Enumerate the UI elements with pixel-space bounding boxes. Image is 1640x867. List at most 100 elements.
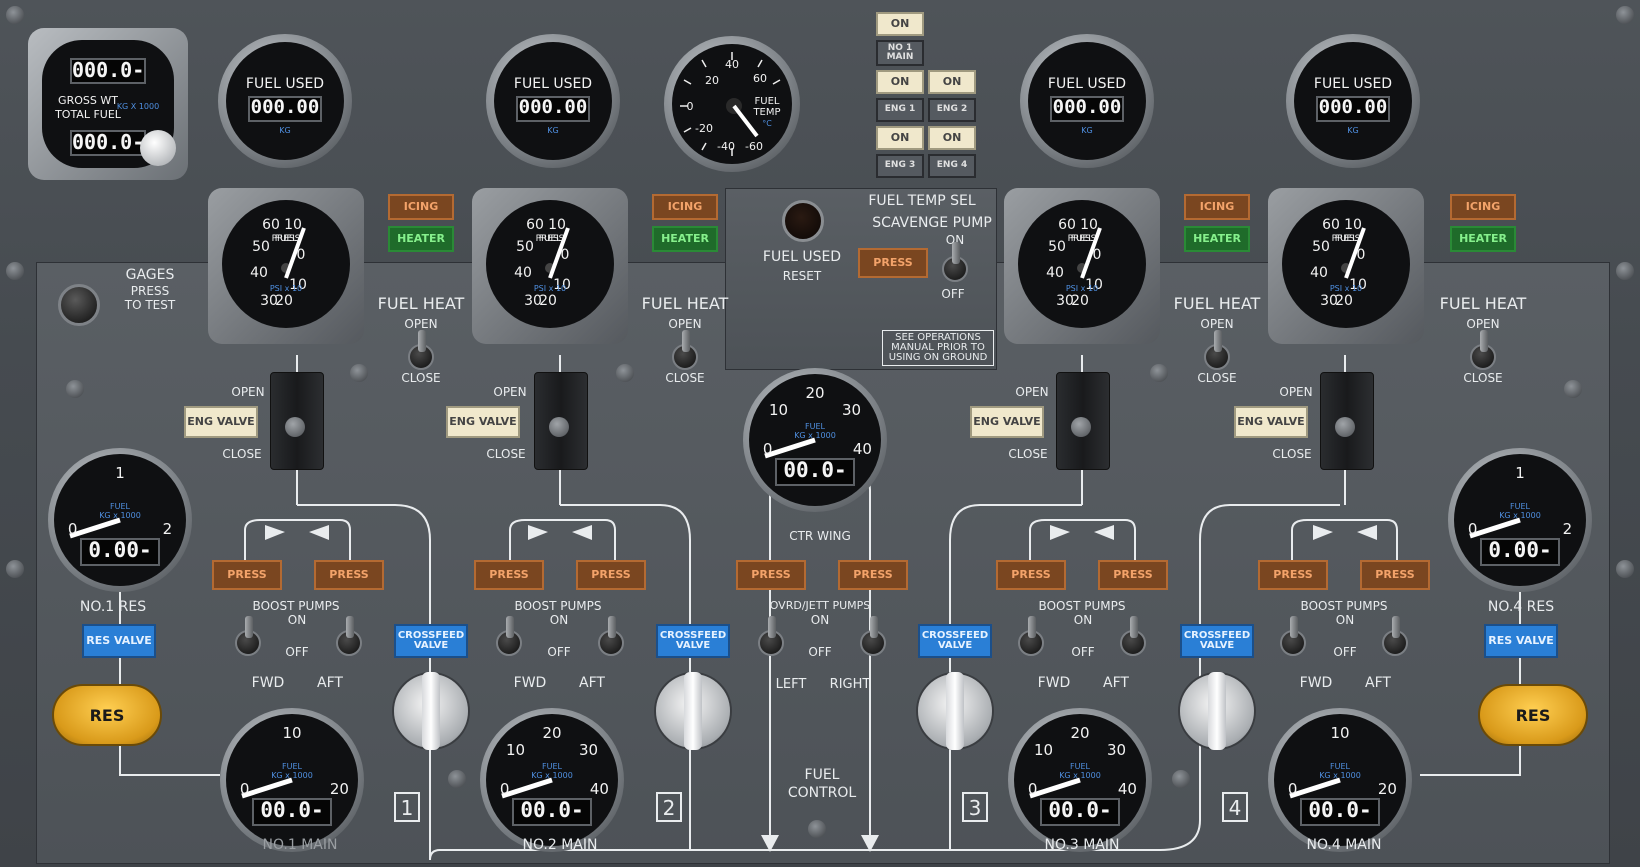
qty-tick: 20	[1070, 724, 1090, 742]
crossfeed-valve-light-3: CROSSFEED VALVE	[918, 624, 992, 658]
qty-label: FUEL	[1510, 502, 1530, 511]
no3-main-label: NO.3 MAIN	[1044, 837, 1120, 853]
qty-label: FUEL	[110, 502, 130, 511]
qty-tick: 40	[852, 439, 872, 458]
ovrd-press-light-left: PRESS	[736, 560, 806, 590]
fwd-label-2: FWD	[513, 675, 547, 691]
temp-sel-on-light-5: ON	[928, 126, 976, 150]
qty-tick: 30	[841, 400, 862, 419]
boost-pump-switch-2-aft[interactable]	[598, 616, 624, 656]
boost-pump-switch-4-aft[interactable]	[1382, 616, 1408, 656]
fuel-heat-switch-3[interactable]	[1204, 330, 1230, 370]
fuel-used-counter-2: 000.00	[516, 96, 590, 122]
panel-screw	[1616, 6, 1634, 24]
fuel-heat-open-label-1: OPEN	[404, 317, 438, 331]
temp-sel-eng3-button[interactable]: ENG 3	[876, 154, 924, 178]
ovrd-jett-switch-left[interactable]	[758, 616, 784, 656]
scavenge-pump-switch[interactable]	[942, 242, 968, 282]
boost-pump-switch-3-fwd[interactable]	[1018, 616, 1044, 656]
qty-label: FUEL	[282, 762, 302, 771]
icing-light-1: ICING	[388, 194, 454, 220]
res-valve-light-4: RES VALVE	[1484, 624, 1558, 658]
fuel-press-tick: 10	[1080, 217, 1098, 233]
fuel-temp-tick-minus20: -20	[695, 122, 713, 135]
fuel-press-needle	[284, 227, 306, 279]
gages-label: GAGES	[125, 267, 175, 283]
crossfeed-valve-light-2: CROSSFEED VALVE	[656, 624, 730, 658]
fuel-temp-label: FUEL	[754, 96, 780, 107]
panel-screw	[808, 820, 826, 838]
boost-pumps-label-2: BOOST PUMPS	[514, 599, 602, 613]
gages-test-button[interactable]	[58, 284, 100, 326]
no4-res-label: NO.4 RES	[1487, 599, 1555, 615]
qty-label: FUEL	[1070, 762, 1090, 771]
fuel-press-tick: 10	[1344, 217, 1362, 233]
fuel-press-tick: 20	[275, 293, 293, 309]
boost-pump-switch-1-fwd[interactable]	[235, 616, 261, 656]
eng-valve-close-label-2: CLOSE	[486, 447, 526, 461]
no1-main-label: NO.1 MAIN	[262, 837, 338, 853]
fuel-heat-switch-1[interactable]	[408, 330, 434, 370]
fuel-used-gauge-4: FUEL USED 000.00 KG	[1286, 34, 1420, 168]
fuel-used-reset-button[interactable]	[782, 200, 824, 242]
qty-unit: KG x 1000	[1319, 771, 1361, 780]
temp-sel-no1-main-button[interactable]: NO 1 MAIN	[876, 40, 924, 66]
boost-press-light-3-aft: PRESS	[1098, 560, 1168, 590]
gross-weight-unit: KG X 1000	[116, 102, 160, 111]
fuel-used-counter-3: 000.00	[1050, 96, 1124, 122]
fuel-used-label-1: FUEL USED	[245, 76, 325, 92]
gross-weight-set-knob[interactable]	[140, 130, 176, 166]
crossfeed-knob-2[interactable]	[654, 672, 732, 750]
eng-valve-switch-1[interactable]	[270, 372, 324, 470]
temp-sel-on-light-3: ON	[928, 70, 976, 94]
boost-press-light-4-aft: PRESS	[1360, 560, 1430, 590]
qty-unit: KG x 1000	[1059, 771, 1101, 780]
eng-valve-switch-3[interactable]	[1056, 372, 1110, 470]
crossfeed-knob-1[interactable]	[392, 672, 470, 750]
panel-screw	[6, 560, 24, 578]
qty-needle	[1029, 777, 1081, 799]
gages-press-label: PRESS	[130, 284, 170, 298]
fuel-press-tick: 50	[516, 239, 534, 255]
qty-tick: 40	[589, 779, 609, 798]
fuel-press-unit: PSI x 10	[533, 284, 567, 293]
fuel-press-tick: 10	[553, 277, 571, 293]
fuel-heat-close-label-4: CLOSE	[1463, 371, 1503, 385]
fuel-heat-switch-2[interactable]	[672, 330, 698, 370]
engine-number-1: 1	[394, 792, 420, 822]
fuel-press-tick: 10	[548, 217, 566, 233]
eng-valve-switch-2[interactable]	[534, 372, 588, 470]
temp-sel-eng2-button[interactable]: ENG 2	[928, 98, 976, 122]
fuel-press-unit: PSI x 10	[1329, 284, 1363, 293]
scavenge-press-light: PRESS	[858, 248, 928, 278]
fuel-temp-tick-minus60: -60	[745, 140, 763, 153]
boost-pump-switch-4-fwd[interactable]	[1280, 616, 1306, 656]
crossfeed-knob-3[interactable]	[916, 672, 994, 750]
crossfeed-knob-4[interactable]	[1178, 672, 1256, 750]
eng-valve-open-label-3: OPEN	[1015, 385, 1049, 399]
eng-valve-switch-4[interactable]	[1320, 372, 1374, 470]
ovrd-jett-switch-right[interactable]	[860, 616, 886, 656]
boost-pump-switch-2-fwd[interactable]	[496, 616, 522, 656]
temp-sel-eng1-button[interactable]: ENG 1	[876, 98, 924, 122]
fuel-press-tick: 10	[1349, 277, 1367, 293]
ovrd-off-label: OFF	[808, 645, 832, 659]
temp-sel-eng4-button[interactable]: ENG 4	[928, 154, 976, 178]
res-handle-4[interactable]: RES	[1478, 684, 1588, 746]
boost-pump-switch-3-aft[interactable]	[1120, 616, 1146, 656]
fuel-temp-tick-40: 40	[725, 58, 739, 71]
res-handle-1[interactable]: RES	[52, 684, 162, 746]
ovrd-jett-pumps-label: OVRD/JETT PUMPS	[769, 599, 871, 612]
aft-label-3: AFT	[1103, 675, 1129, 691]
boost-pump-switch-1-aft[interactable]	[336, 616, 362, 656]
boost-on-label-3: ON	[1073, 613, 1093, 627]
qty-tick: 20	[1377, 779, 1397, 798]
fuel-press-tick: 30	[1320, 293, 1338, 309]
qty-tick: 0	[67, 519, 78, 538]
fuel-used-unit-3: KG	[1081, 126, 1093, 135]
fuel-heat-switch-4[interactable]	[1470, 330, 1496, 370]
